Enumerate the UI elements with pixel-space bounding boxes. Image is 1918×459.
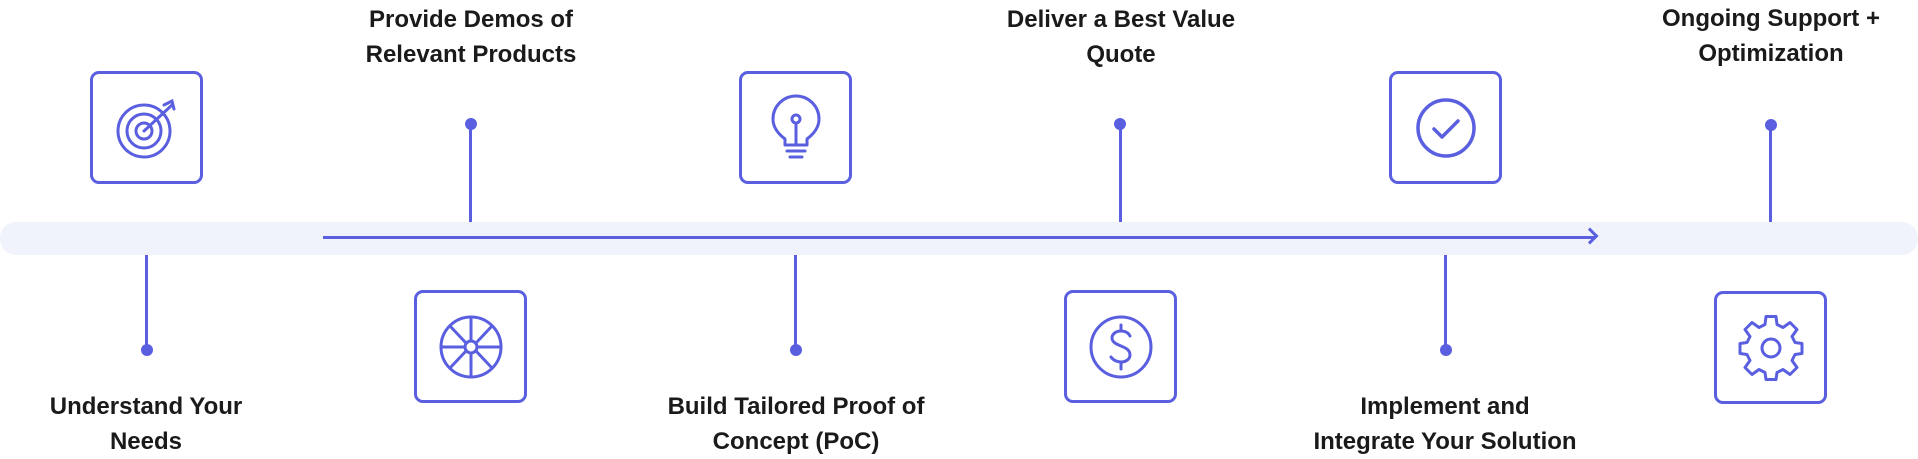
step-4-stem <box>1119 124 1122 222</box>
step-5-icon-box <box>1389 71 1502 184</box>
step-1-icon-box <box>90 71 203 184</box>
gear-icon <box>1738 314 1803 381</box>
aperture-icon <box>439 315 502 378</box>
step-1-stem <box>145 255 148 350</box>
step-3-dot <box>790 344 802 356</box>
step-5-stem <box>1444 255 1447 350</box>
check-circle-icon <box>1415 97 1476 158</box>
step-1-dot <box>141 344 153 356</box>
timeline-arrow <box>323 236 1596 239</box>
step-5-dot <box>1440 344 1452 356</box>
step-6-icon-box <box>1714 291 1827 404</box>
step-6-label: Ongoing Support +Optimization <box>1662 5 1880 67</box>
step-2-stem <box>469 124 472 222</box>
dollar-icon <box>1089 315 1152 378</box>
step-3-stem <box>794 255 797 350</box>
step-6-stem <box>1769 125 1772 222</box>
step-4-icon-box <box>1064 290 1177 403</box>
step-3-icon-box <box>739 71 852 184</box>
step-2-icon-box <box>414 290 527 403</box>
lightbulb-icon <box>771 94 820 158</box>
target-icon <box>116 98 175 158</box>
